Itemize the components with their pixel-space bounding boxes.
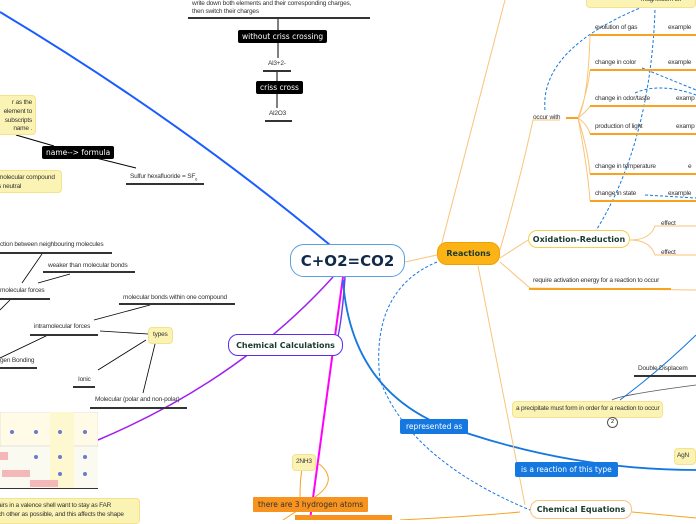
note-line: name . [13,125,32,133]
naming-note[interactable]: r as the element to subscripts name . [0,95,36,135]
divider [634,375,696,377]
molecular-node[interactable]: Molecular (polar and non-polar) [95,396,180,403]
divider [73,386,95,388]
name-to-formula-node[interactable]: name--> formula [42,146,115,159]
evidence-item[interactable]: production of light [595,123,643,130]
note-line: r as the [11,99,32,106]
precipitate-node[interactable]: a precipitate must form in order for a r… [512,401,664,418]
intramolecular-node[interactable]: intramolecular forces [34,323,91,330]
divider [590,200,696,202]
divider [590,133,696,135]
relationship-count-badge[interactable]: 2 [607,417,618,428]
divider [43,271,135,273]
sulfur-node[interactable]: Sulfur hexafluoride = SF6 [130,173,197,182]
divider [566,117,578,119]
evidence-item[interactable]: change in odor/taste [595,95,650,102]
topic-chemical-equations[interactable]: Chemical Equations [530,500,632,519]
intermolecular-node[interactable]: molecular forces [0,287,45,294]
divider [126,183,204,185]
divider [30,334,98,336]
divider [119,303,235,305]
double-displacement-node[interactable]: Double Displacem [638,365,688,372]
divider [188,17,370,19]
divider [265,120,292,122]
topic-chemical-calculations[interactable]: Chemical Calculations [228,334,343,356]
activation-energy-node[interactable]: require activation energy for a reaction… [533,277,660,284]
divider [590,34,696,36]
sulfur-subscript: 6 [195,176,198,182]
sulfur-text: Sulfur hexafluoride = SF [130,173,196,180]
vsepr-chart-image[interactable] [0,411,99,489]
divider [529,288,671,290]
example-link[interactable]: examp [676,123,695,130]
vsepr-note[interactable]: airs in a valence shell want to stay as … [0,498,140,524]
evidence-item[interactable]: change in state [595,190,637,197]
occur-with-node[interactable]: occur with [533,114,561,121]
ionic-node[interactable]: Ionic [78,376,91,383]
topic-reactions[interactable]: Reactions [437,242,500,265]
note-line: element to [3,107,33,115]
agn-node[interactable]: AgN [674,448,696,465]
effect-node[interactable]: effect [661,220,676,227]
hydrogen-bonding-node[interactable]: gen Bonding [0,357,35,364]
evidence-item[interactable]: change in color [595,59,637,66]
weaker-node[interactable]: weaker than molecular bonds [48,262,128,269]
note-line: ch other as possible, and this affects t… [0,510,124,518]
divider [0,252,112,254]
hydrogen-atoms-node[interactable]: there are 3 hydrogen atoms [253,497,369,512]
divider [90,407,187,409]
reaction-type-label[interactable]: is a reaction of this type [515,462,618,477]
evidence-item[interactable]: change in temperature [595,163,656,170]
example-link[interactable]: e [688,163,692,170]
note-line: molecular compound [0,174,55,181]
naming-instruction-2: then switch their charges [192,8,259,15]
divider [0,367,37,369]
divider [263,70,291,72]
nh3-node[interactable]: 2NH3 [292,454,316,471]
note-line: subscripts [4,116,32,124]
result-node[interactable]: Al2O3 [269,110,287,117]
between-node[interactable]: ction between neighbouring molecules [0,241,104,248]
calc-orange-node[interactable] [295,515,392,520]
effect-node[interactable]: effect [661,249,676,256]
note-line: s neutral [0,182,22,190]
divider [590,173,696,175]
without-criss-crossing-node[interactable]: without criss crossing [238,30,328,43]
evidence-item[interactable]: evolution of gas [595,24,638,31]
example-link[interactable]: example [668,24,692,31]
example-link[interactable]: example [668,59,692,66]
central-topic[interactable]: C+O2=CO2 [290,244,405,277]
charges-node[interactable]: Al3+2- [268,60,286,67]
example-link[interactable]: example [668,190,692,197]
within-node[interactable]: molecular bonds within one compound [123,294,227,301]
divider [590,105,696,107]
divider [0,298,50,300]
magnesium-node[interactable]: magnesium ox [586,0,696,8]
naming-instruction: write down both elements and their corre… [192,0,352,7]
divider [590,69,696,71]
molecular-note[interactable]: molecular compound s neutral [0,170,62,193]
topic-oxidation-reduction[interactable]: Oxidation-Reduction [528,230,630,248]
represented-as-label[interactable]: represented as [400,419,469,434]
example-link[interactable]: examp [676,95,695,102]
note-line: airs in a valence shell want to stay as … [0,502,112,509]
types-node[interactable]: types [148,327,173,344]
criss-cross-node[interactable]: criss cross [256,81,303,94]
